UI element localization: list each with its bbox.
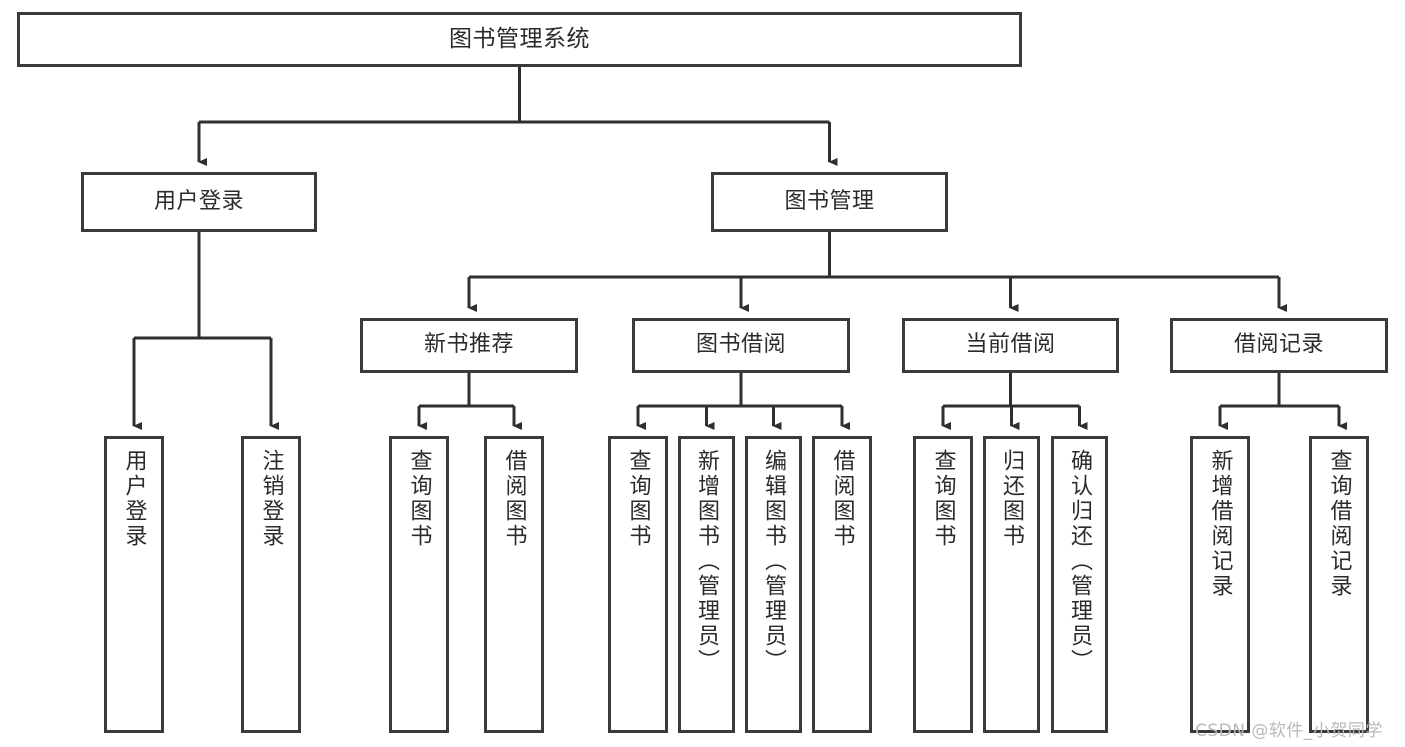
node-label: 图书管理系统 bbox=[449, 25, 590, 52]
watermark-label: CSDN @软件_小贺同学 bbox=[1195, 721, 1383, 741]
node-records[interactable]: 借阅记录 bbox=[1170, 318, 1388, 373]
node-label: 图书管理 bbox=[784, 188, 875, 214]
node-leaf5[interactable]: 查询图书 bbox=[608, 436, 668, 733]
node-leaf4[interactable]: 借阅图书 bbox=[484, 436, 544, 733]
node-label: 当前借阅 bbox=[965, 332, 1056, 358]
node-label: 确认归还（管理员） bbox=[1067, 449, 1093, 674]
node-leaf9[interactable]: 查询图书 bbox=[913, 436, 973, 733]
node-label: 查询图书 bbox=[625, 449, 651, 549]
node-label: 借阅图书 bbox=[501, 449, 527, 549]
node-newbook[interactable]: 新书推荐 bbox=[360, 318, 578, 373]
node-login[interactable]: 用户登录 bbox=[81, 172, 317, 232]
node-leaf1[interactable]: 用户登录 bbox=[104, 436, 164, 733]
node-label: 用户登录 bbox=[121, 449, 147, 549]
node-leaf2[interactable]: 注销登录 bbox=[241, 436, 301, 733]
node-borrow[interactable]: 图书借阅 bbox=[632, 318, 850, 373]
node-leaf7[interactable]: 编辑图书（管理员） bbox=[745, 436, 802, 733]
node-leaf8[interactable]: 借阅图书 bbox=[812, 436, 872, 733]
node-label: 查询图书 bbox=[930, 449, 956, 549]
node-leaf6[interactable]: 新增图书（管理员） bbox=[678, 436, 735, 733]
node-current[interactable]: 当前借阅 bbox=[902, 318, 1119, 373]
node-label: 查询借阅记录 bbox=[1326, 449, 1352, 599]
node-leaf10[interactable]: 归还图书 bbox=[983, 436, 1040, 733]
node-label: 新增图书（管理员） bbox=[694, 449, 720, 674]
node-label: 编辑图书（管理员） bbox=[761, 449, 787, 674]
node-bookmgmt[interactable]: 图书管理 bbox=[711, 172, 948, 232]
node-label: 新书推荐 bbox=[423, 332, 514, 358]
node-leaf11[interactable]: 确认归还（管理员） bbox=[1051, 436, 1108, 733]
node-label: 借阅记录 bbox=[1233, 332, 1324, 358]
node-label: 用户登录 bbox=[153, 188, 244, 214]
node-leaf3[interactable]: 查询图书 bbox=[389, 436, 449, 733]
node-leaf13[interactable]: 查询借阅记录 bbox=[1309, 436, 1369, 733]
node-label: 归还图书 bbox=[999, 449, 1025, 549]
node-leaf12[interactable]: 新增借阅记录 bbox=[1190, 436, 1250, 733]
node-label: 新增借阅记录 bbox=[1207, 449, 1233, 599]
node-label: 借阅图书 bbox=[829, 449, 855, 549]
node-label: 图书借阅 bbox=[695, 332, 786, 358]
node-root[interactable]: 图书管理系统 bbox=[17, 12, 1022, 67]
node-label: 查询图书 bbox=[406, 449, 432, 549]
node-label: 注销登录 bbox=[258, 449, 284, 549]
